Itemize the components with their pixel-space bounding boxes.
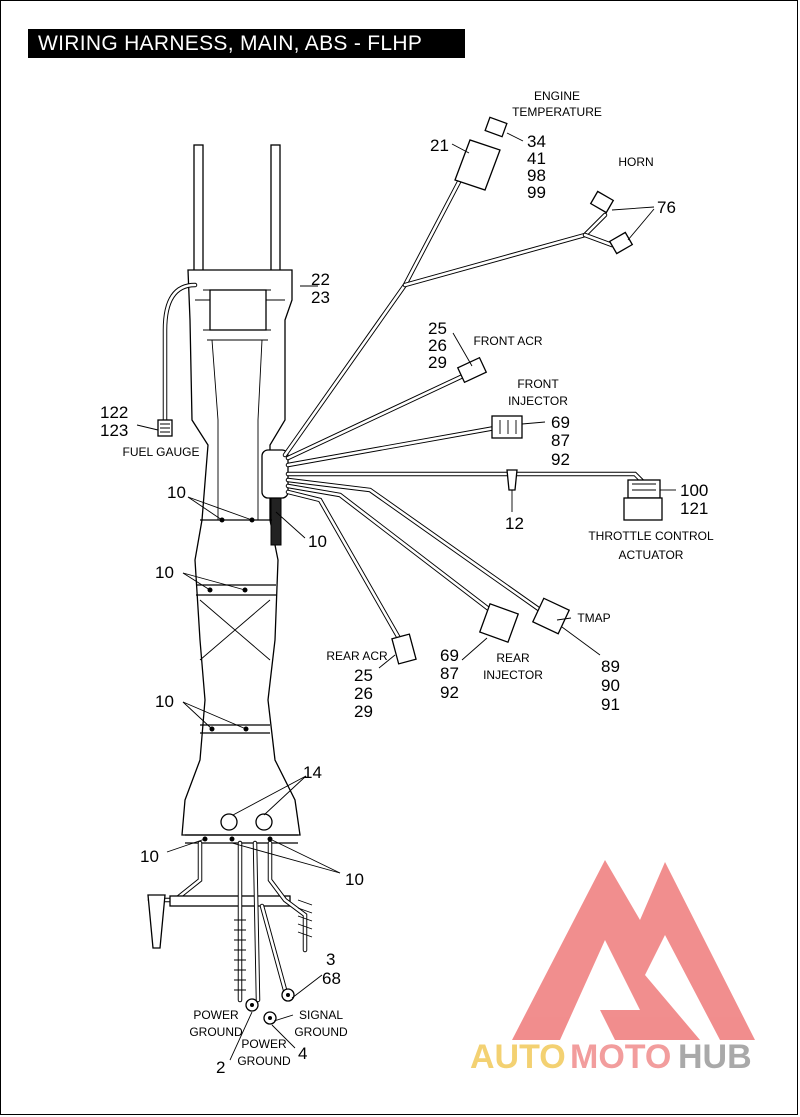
label-power-ground-1b: GROUND <box>189 1025 243 1039</box>
callout-frame-23: 23 <box>311 288 330 307</box>
callout-engine-temp-98: 98 <box>527 166 546 185</box>
callout-engine-temp-99: 99 <box>527 183 546 202</box>
label-rear-injector-1: REAR <box>496 651 530 665</box>
callout-tie-e: 10 <box>140 847 159 866</box>
callout-throttle-121: 121 <box>680 499 708 518</box>
title-bar: WIRING HARNESS, MAIN, ABS - FLHP <box>28 29 465 58</box>
label-rear-acr: REAR ACR <box>326 649 388 663</box>
callout-signal-ground-68: 68 <box>322 969 341 988</box>
label-power-ground-1a: POWER <box>193 1008 239 1022</box>
callout-horn-76: 76 <box>657 198 676 217</box>
label-fuel-gauge: FUEL GAUGE <box>123 445 200 459</box>
callout-front-acr-29: 29 <box>428 353 447 372</box>
callout-signal-ground-3: 3 <box>326 950 335 969</box>
label-engine-temperature-1: ENGINE <box>534 89 580 103</box>
callout-rear-injector-69: 69 <box>440 646 459 665</box>
callout-tie-f: 10 <box>345 870 364 889</box>
label-rear-injector-2: INJECTOR <box>483 668 543 682</box>
label-signal-ground-1: SIGNAL <box>299 1008 343 1022</box>
callout-engine-temp-34: 34 <box>527 132 546 151</box>
callout-front-acr-25: 25 <box>428 319 447 338</box>
label-front-acr: FRONT ACR <box>473 334 542 348</box>
callout-fuel-gauge-123: 123 <box>100 421 128 440</box>
page-title: WIRING HARNESS, MAIN, ABS - FLHP <box>38 32 423 55</box>
callout-21: 21 <box>430 136 449 155</box>
callout-grommet-14: 14 <box>303 763 322 782</box>
callout-tie-d: 10 <box>155 692 174 711</box>
watermark-text-hub: HUB <box>678 1038 752 1076</box>
callout-rear-injector-92: 92 <box>440 683 459 702</box>
label-front-injector-1: FRONT <box>517 377 559 391</box>
callout-front-injector-69: 69 <box>551 413 570 432</box>
callout-rear-acr-25: 25 <box>354 666 373 685</box>
callout-tmap-89: 89 <box>601 657 620 676</box>
label-front-injector-2: INJECTOR <box>508 394 568 408</box>
callout-numbers: 34 41 98 99 21 76 22 23 25 26 29 69 87 9… <box>100 132 708 1077</box>
ground-leads <box>147 840 313 1025</box>
label-throttle-1: THROTTLE CONTROL <box>588 529 714 543</box>
callout-power-ground-2: 2 <box>216 1058 225 1077</box>
watermark-text-auto: AUTO <box>470 1038 566 1076</box>
callout-frame-22: 22 <box>311 270 330 289</box>
callout-engine-temp-41: 41 <box>527 149 546 168</box>
callout-tie-c: 10 <box>155 563 174 582</box>
frame-drawing <box>181 144 301 844</box>
label-power-ground-2b: GROUND <box>237 1054 291 1068</box>
watermark-text-moto: MOTO <box>570 1038 671 1076</box>
label-signal-ground-2: GROUND <box>294 1025 348 1039</box>
harness-trunk <box>261 116 663 665</box>
callout-rear-acr-29: 29 <box>354 702 373 721</box>
watermark-logo: AUTO MOTO HUB <box>470 860 755 1076</box>
fuel-gauge-branch <box>157 282 198 437</box>
callout-power-ground-4: 4 <box>298 1044 307 1063</box>
label-power-ground-2a: POWER <box>241 1037 287 1051</box>
callout-tie-b: 10 <box>308 532 327 551</box>
label-horn: HORN <box>618 155 653 169</box>
callout-clip-12: 12 <box>505 514 524 533</box>
callout-front-acr-26: 26 <box>428 336 447 355</box>
callout-rear-acr-26: 26 <box>354 684 373 703</box>
label-tmap: TMAP <box>577 611 610 625</box>
leader-lines <box>136 132 676 1061</box>
label-throttle-2: ACTUATOR <box>619 548 684 562</box>
diagram-labels: ENGINE TEMPERATURE HORN FRONT ACR FRONT … <box>123 89 714 1068</box>
callout-fuel-gauge-122: 122 <box>100 403 128 422</box>
callout-tie-a: 10 <box>167 483 186 502</box>
callout-front-injector-87: 87 <box>551 431 570 450</box>
callout-tmap-91: 91 <box>601 695 620 714</box>
callout-throttle-100: 100 <box>680 481 708 500</box>
callout-front-injector-92: 92 <box>551 450 570 469</box>
label-engine-temperature-2: TEMPERATURE <box>512 105 602 119</box>
callout-rear-injector-87: 87 <box>440 664 459 683</box>
callout-tmap-90: 90 <box>601 676 620 695</box>
